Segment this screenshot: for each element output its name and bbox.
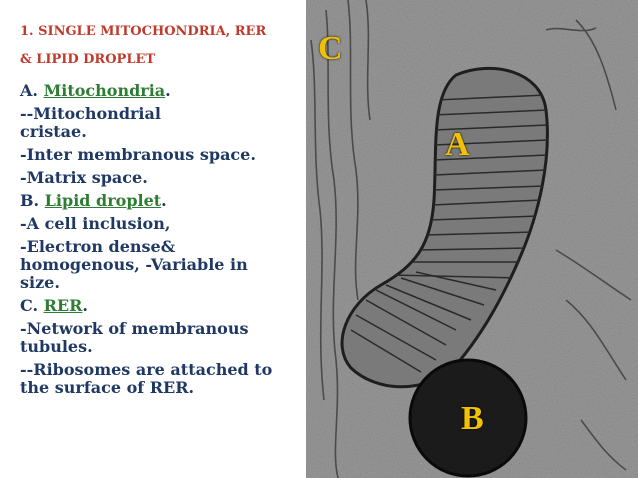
- rer-tubules: [310, 0, 632, 478]
- section-b-term: Lipid droplet: [44, 191, 162, 210]
- section-b-heading: B. Lipid droplet.: [20, 192, 310, 210]
- section-a-item: -Inter membranous space.: [20, 145, 256, 164]
- section-a-item: -Matrix space.: [20, 168, 148, 187]
- section-a-prefix: A.: [20, 81, 44, 100]
- electron-micrograph: [306, 0, 638, 478]
- micrograph-label-a: A: [445, 126, 470, 163]
- slide-title-line-1: 1. SINGLE MITOCHONDRIA, RER: [20, 24, 267, 39]
- section-c-suffix: .: [82, 296, 88, 315]
- section-c-term: RER: [43, 296, 83, 315]
- section-c-item: --Ribosomes are attached to the surface …: [20, 360, 273, 397]
- lipid-droplet: [410, 360, 526, 476]
- section-c-heading: C. RER.: [20, 297, 310, 315]
- section-c-item: -Network of membranous tubules.: [20, 319, 249, 356]
- section-b-item: -Electron dense& homogenous, -Variable i…: [20, 237, 248, 292]
- section-c-prefix: C.: [20, 296, 44, 315]
- section-a-suffix: .: [165, 81, 171, 100]
- section-a-item: --Mitochondrial cristae.: [20, 104, 161, 141]
- mitochondrial-cristae: [350, 94, 548, 373]
- section-a-term: Mitochondria: [43, 81, 166, 100]
- section-b-item: -A cell inclusion,: [20, 214, 171, 233]
- section-b-prefix: B.: [20, 191, 45, 210]
- mitochondrion: [340, 67, 549, 389]
- micrograph-label-c: C: [318, 30, 343, 67]
- micrograph-label-b: B: [461, 400, 484, 437]
- micrograph-image: [306, 0, 638, 478]
- lipid-droplet-rim: [408, 358, 528, 478]
- section-a-heading: A. Mitochondria.: [20, 82, 310, 100]
- slide-content: A. Mitochondria. --Mitochondrial cristae…: [20, 82, 310, 402]
- slide-title-line-2: & LIPID DROPLET: [20, 52, 156, 67]
- section-b-suffix: .: [161, 191, 167, 210]
- slide-title: 1. SINGLE MITOCHONDRIA, RER & LIPID DROP…: [20, 18, 310, 74]
